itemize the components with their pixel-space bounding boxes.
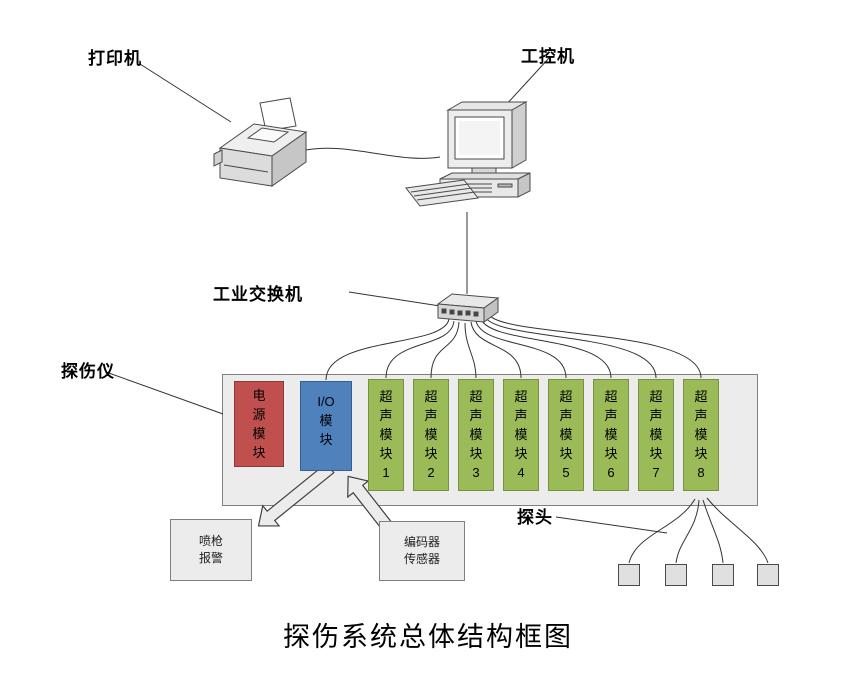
ultrasonic-module-5: 超 声 模 块 5 xyxy=(548,379,584,491)
probe-2 xyxy=(665,564,687,586)
switch-label-line xyxy=(348,291,441,307)
switch-module6-wire xyxy=(480,318,612,379)
spray-alarm-box: 喷枪 报警 xyxy=(170,519,252,581)
switch-module1-wire xyxy=(385,320,455,379)
ultrasonic-module-7: 超 声 模 块 7 xyxy=(638,379,674,491)
ultrasonic-module-6: 超 声 模 块 6 xyxy=(593,379,629,491)
detector-label: 探伤仪 xyxy=(61,362,115,381)
ultrasonic-module-1: 超 声 模 块 1 xyxy=(368,379,404,491)
switch-module2-wire xyxy=(430,321,460,379)
probe-4 xyxy=(757,564,779,586)
switch-module8-wire xyxy=(488,314,702,379)
probe-3 xyxy=(712,564,734,586)
printer-label: 打印机 xyxy=(88,49,142,68)
io-to-alarm-arrow xyxy=(257,462,335,527)
computer-icon xyxy=(405,101,531,207)
switch-icon xyxy=(436,293,500,323)
printer-label-line xyxy=(139,63,232,123)
printer-computer-line xyxy=(305,147,441,159)
io-module: I/O 模 块 xyxy=(300,381,352,471)
switch-io-wire xyxy=(325,318,450,381)
switch-module3-wire xyxy=(464,322,477,379)
switch-module7-wire xyxy=(484,316,657,379)
probes-label-line xyxy=(555,516,668,534)
switch-module5-wire xyxy=(475,320,567,379)
probe-wire-4 xyxy=(706,497,769,564)
power-module: 电 源 模 块 xyxy=(234,381,284,467)
switch-label: 工业交换机 xyxy=(213,285,303,304)
probe-wire-3 xyxy=(702,499,724,564)
probe-wire-1 xyxy=(628,498,696,564)
ultrasonic-module-4: 超 声 模 块 4 xyxy=(503,379,539,491)
computer-label-line xyxy=(504,57,550,107)
ultrasonic-module-3: 超 声 模 块 3 xyxy=(458,379,494,491)
encoder-sensor-box: 编码器 传感器 xyxy=(379,521,465,581)
probe-wire-2 xyxy=(675,499,700,564)
probe-1 xyxy=(618,564,640,586)
detector-label-line xyxy=(105,371,224,415)
computer-label: 工控机 xyxy=(521,47,575,66)
switch-module4-wire xyxy=(470,321,522,379)
diagram-title: 探伤系统总体结构框图 xyxy=(283,622,573,652)
ultrasonic-module-8: 超 声 模 块 8 xyxy=(683,379,719,491)
probes-label: 探头 xyxy=(517,508,553,527)
ultrasonic-module-2: 超 声 模 块 2 xyxy=(413,379,449,491)
encoder-to-io-arrow xyxy=(347,475,396,535)
printer-icon xyxy=(213,97,308,187)
